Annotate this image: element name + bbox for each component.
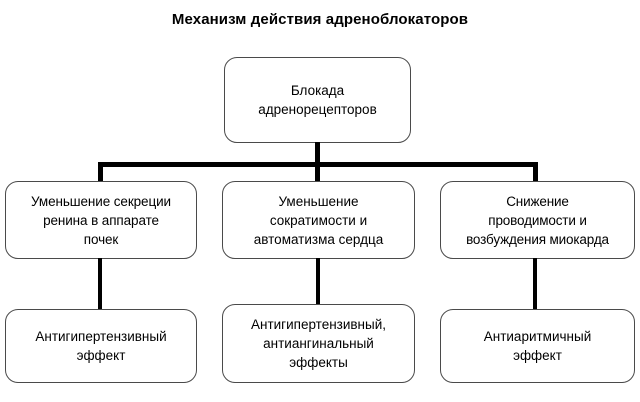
node-blokada-adrenoreceptorov: Блокада адренорецепторов [224, 57, 411, 143]
node-label: Уменьшение секреции ренина в аппарате по… [31, 193, 171, 247]
connector-drop-left [98, 162, 103, 183]
node-antigipertenzivnyy-antianginalnyy-effekty: Антигипертензивный, антиангинальный эффе… [222, 304, 415, 383]
connector-root-stem [315, 142, 320, 166]
node-umenshenie-sekrecii-renina: Уменьшение секреции ренина в аппарате по… [5, 181, 197, 259]
node-label: Антигипертензивный, антиангинальный эффе… [250, 317, 387, 370]
node-umenshenie-sokratimosti: Уменьшение сократимости и автоматизма се… [222, 181, 415, 259]
node-label: Снижение проводимости и возбуждения миок… [466, 193, 609, 247]
connector-drop-middle [315, 162, 320, 183]
node-label: Антигипертензивный эффект [35, 329, 167, 363]
node-antigipertenzivnyy-effekt: Антигипертензивный эффект [5, 309, 197, 383]
node-snizhenie-provodimosti: Снижение проводимости и возбуждения миок… [440, 181, 635, 259]
node-label: Уменьшение сократимости и автоматизма се… [253, 193, 384, 247]
connector-drop-right [533, 162, 538, 183]
connector-middle-column [316, 258, 320, 306]
connector-left-column [98, 258, 102, 311]
node-label: Антиаритмичный эффект [483, 329, 592, 363]
connector-right-column [533, 258, 537, 311]
node-antiaritmichnyy-effekt: Антиаритмичный эффект [440, 309, 635, 383]
page-title: Механизм действия адреноблокаторов [171, 11, 469, 28]
node-label: Блокада адренорецепторов [258, 83, 377, 117]
